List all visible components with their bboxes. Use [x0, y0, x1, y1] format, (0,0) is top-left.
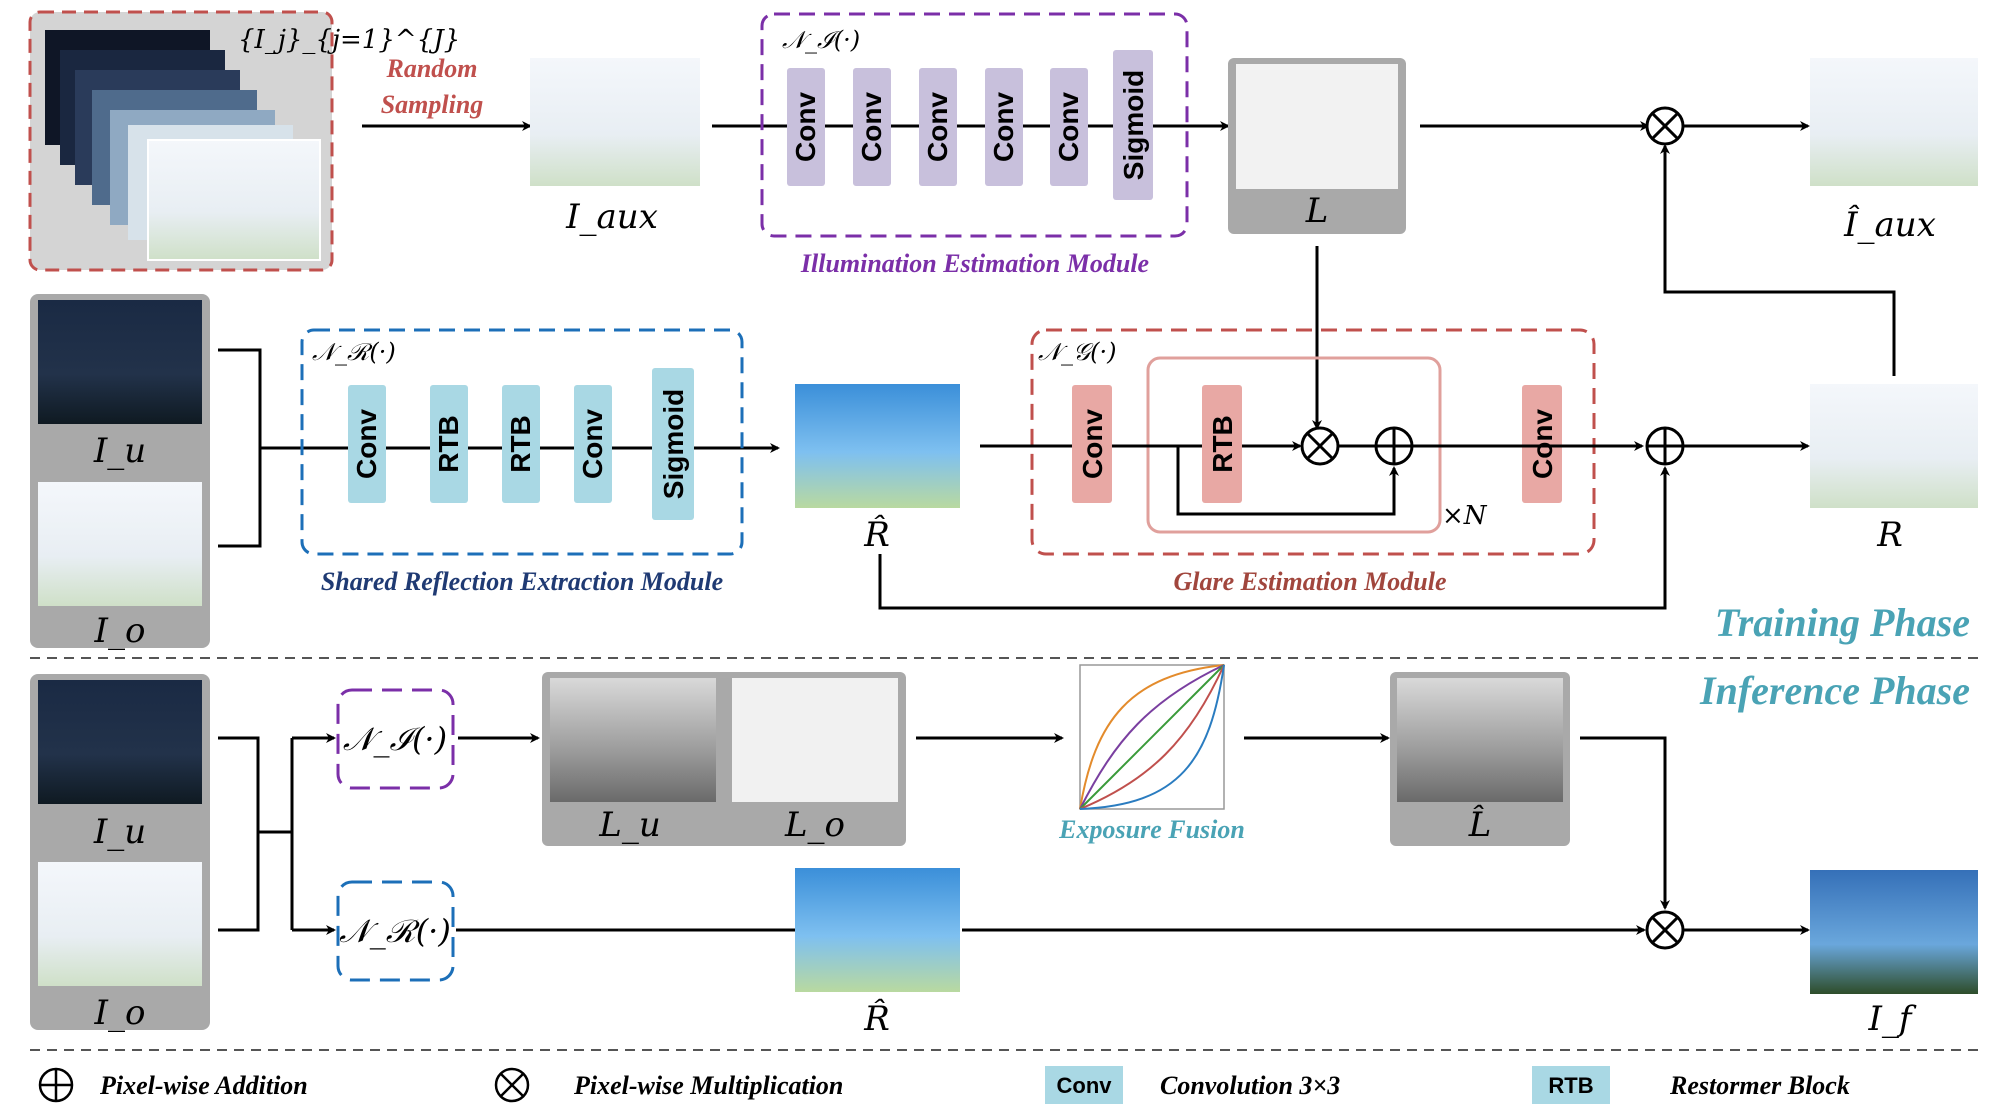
arrow-r-up	[1660, 144, 1896, 376]
mult-op-top	[1645, 106, 1685, 146]
legend-conv-chip	[1045, 1066, 1123, 1104]
refl-block-5: Sigmoid	[658, 389, 689, 499]
add-op-main	[1645, 426, 1685, 466]
set-label: {I_j}_{j=1}^{J}	[238, 25, 460, 55]
image-stack-panel: {I_j}_{j=1}^{J}	[28, 10, 460, 272]
i-f-label: I_f	[1867, 999, 1916, 1039]
illum-block-6: Sigmoid	[1118, 70, 1149, 180]
inference-phase-label: Inference Phase	[1699, 668, 1970, 713]
random-label-2: Sampling	[381, 90, 484, 119]
legend-conv-chip-text: Conv	[1057, 1073, 1113, 1098]
ni-sym: 𝒩_ℐ(·)	[343, 720, 447, 758]
legend-add-text: Pixel-wise Addition	[99, 1071, 308, 1100]
illum-block-4: Conv	[988, 92, 1019, 162]
bracket-infer	[218, 736, 260, 932]
glare-module-sym: 𝒩_𝒢(·)	[1038, 338, 1116, 366]
glare-block-1: Conv	[1077, 409, 1108, 479]
l-hat-image	[1397, 678, 1563, 802]
glare-module-box	[1030, 328, 1596, 556]
legend-rtb-chip-text: RTB	[1548, 1073, 1593, 1098]
ni-box	[336, 688, 455, 790]
i-o-image-infer	[38, 862, 202, 986]
training-phase-label: Training Phase	[1715, 600, 1970, 645]
i-u-label-infer: I_u	[93, 812, 146, 852]
refl-block-4: Conv	[577, 409, 608, 479]
i-f-image	[1810, 870, 1978, 994]
add-op-glare	[1374, 426, 1414, 466]
legend-rtb-text: Restormer Block	[1669, 1071, 1850, 1100]
i-o-label-infer: I_o	[94, 993, 146, 1033]
glare-module-label: Glare Estimation Module	[1173, 567, 1446, 596]
arrow-skip	[1176, 446, 1399, 516]
legend-add-icon	[38, 1067, 74, 1103]
l-image	[1236, 64, 1398, 189]
l-hat-label: L̂	[1468, 804, 1492, 845]
i-aux-hat-label: Î_aux	[1843, 204, 1936, 245]
r-image	[1810, 384, 1978, 508]
arrow-lhat-down	[1580, 736, 1670, 910]
r-hat-label-infer: R̂	[863, 998, 890, 1039]
i-aux-hat-image	[1810, 58, 1978, 186]
exposure-curve-plot	[1079, 664, 1225, 810]
legend-mult-text: Pixel-wise Multiplication	[573, 1071, 843, 1100]
i-o-label-train: I_o	[94, 611, 146, 651]
l-label: L	[1305, 191, 1329, 231]
illum-block-2: Conv	[856, 92, 887, 162]
times-n: ×N	[1442, 501, 1488, 531]
nr-box	[336, 880, 455, 982]
random-label-1: Random	[385, 54, 477, 83]
refl-module-sym: 𝒩_ℛ(·)	[312, 338, 396, 366]
refl-block-3: RTB	[505, 415, 536, 473]
legend-conv-text: Convolution 3×3	[1160, 1071, 1340, 1100]
refl-block-1: Conv	[351, 409, 382, 479]
bracket-train	[218, 348, 262, 548]
lo-label: L_o	[784, 805, 845, 845]
i-u-image-train	[38, 300, 202, 424]
legend-mult-icon	[494, 1067, 530, 1103]
illum-blocks: Conv Conv Conv Conv Conv Sigmoid	[787, 50, 1153, 200]
legend-rtb-chip	[1532, 1066, 1610, 1104]
refl-module-label: Shared Reflection Extraction Module	[321, 567, 723, 596]
r-hat-image	[795, 384, 960, 508]
r-hat-label: R̂	[863, 514, 890, 555]
mult-op-infer	[1645, 910, 1685, 950]
i-u-label-train: I_u	[93, 431, 146, 471]
refl-block-2: RTB	[433, 415, 464, 473]
nr-sym: 𝒩_ℛ(·)	[339, 912, 451, 950]
illum-block-5: Conv	[1053, 92, 1084, 162]
refl-blocks: Conv RTB RTB Conv Sigmoid	[348, 368, 694, 520]
i-o-image-train	[38, 482, 202, 606]
arrow-rhat-skip	[878, 466, 1670, 610]
mult-op-glare	[1300, 426, 1340, 466]
i-aux-label: I_aux	[565, 197, 658, 237]
i-u-image-infer	[38, 680, 202, 804]
lu-label: L_u	[598, 805, 660, 845]
lo-image	[732, 678, 898, 802]
illum-block-1: Conv	[790, 92, 821, 162]
stack-image-top	[147, 139, 321, 261]
exposure-fusion-label: Exposure Fusion	[1058, 815, 1245, 844]
lu-image	[550, 678, 716, 802]
glare-blocks: Conv RTB Conv	[1072, 385, 1562, 503]
r-hat-image-infer	[795, 868, 960, 992]
illum-module-label: Illumination Estimation Module	[800, 249, 1149, 278]
refl-module-box	[300, 328, 744, 556]
glare-block-3: Conv	[1527, 409, 1558, 479]
i-aux-image	[530, 58, 700, 186]
illum-module-box	[760, 12, 1189, 238]
glare-block-2: RTB	[1207, 415, 1238, 473]
illum-block-3: Conv	[922, 92, 953, 162]
illum-module-sym: 𝒩_ℐ(·)	[782, 26, 860, 54]
r-label: R	[1876, 515, 1903, 555]
